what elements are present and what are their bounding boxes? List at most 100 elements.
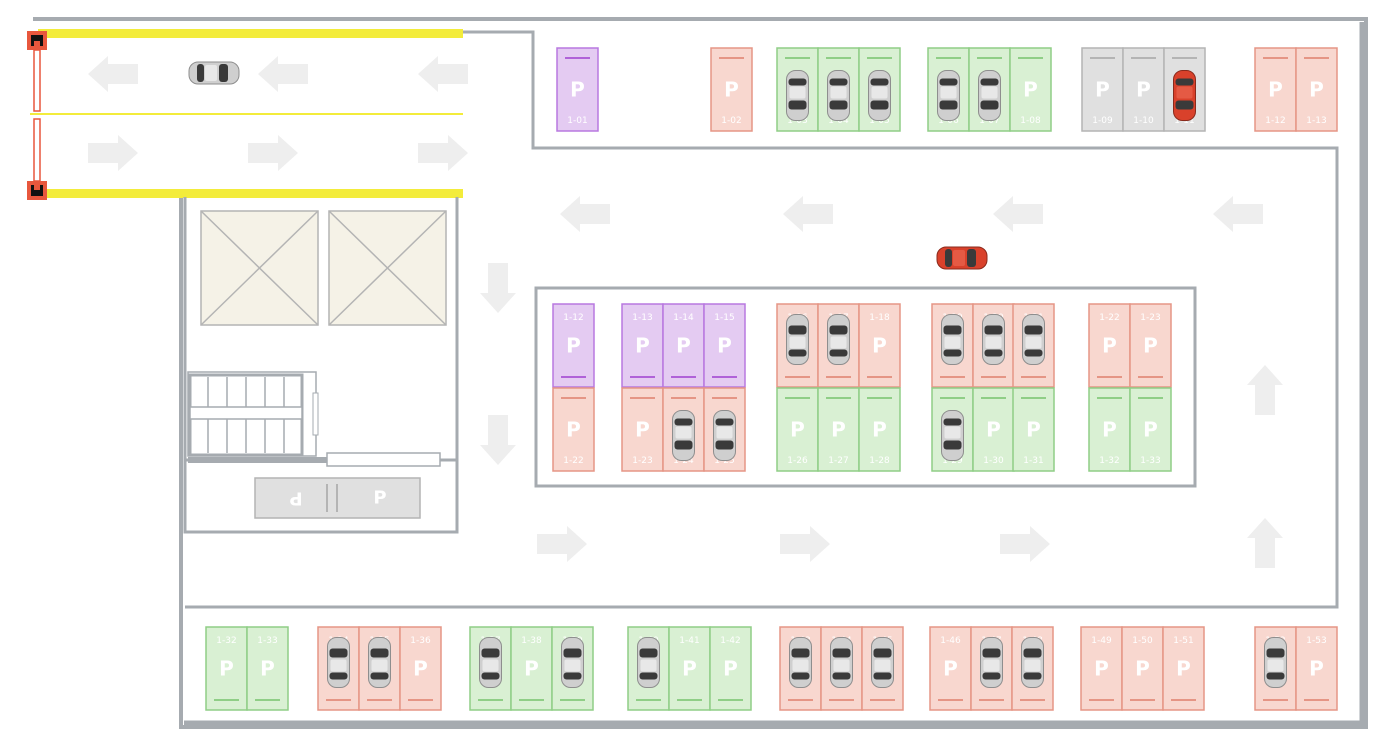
- slot-p-glyph: P: [413, 657, 428, 681]
- parking-slot[interactable]: P1-13: [1295, 47, 1338, 132]
- slot-p-glyph: P: [1135, 657, 1150, 681]
- parking-slot[interactable]: P1-09: [1081, 47, 1124, 132]
- parking-slot[interactable]: P1-16: [776, 303, 819, 388]
- parking-slot[interactable]: P1-04: [817, 47, 860, 132]
- parking-slot[interactable]: P1-27: [817, 387, 860, 472]
- parking-slot[interactable]: P1-24: [662, 387, 705, 472]
- parking-slot[interactable]: P1-13: [621, 303, 664, 388]
- parking-slot[interactable]: P1-23: [1129, 303, 1172, 388]
- slot-number: 1-22: [563, 456, 583, 466]
- parking-slot[interactable]: P1-01: [556, 47, 599, 132]
- parking-slot[interactable]: P1-28: [858, 387, 901, 472]
- parking-slot[interactable]: P1-11: [1163, 47, 1206, 132]
- slot-marker: [719, 57, 744, 59]
- slot-number: 1-26: [787, 456, 808, 466]
- parking-slot[interactable]: P1-22: [552, 387, 595, 472]
- slot-marker: [829, 699, 854, 701]
- parking-slot[interactable]: P1-43: [779, 626, 822, 711]
- parking-slot[interactable]: P1-36: [399, 626, 442, 711]
- parking-slot[interactable]: P1-02: [710, 47, 753, 132]
- parking-slot[interactable]: P1-12: [1254, 47, 1297, 132]
- slot-marker: [1020, 699, 1045, 701]
- parking-slot[interactable]: P 1-53: [1295, 626, 1338, 711]
- parking-slot[interactable]: P1-34: [317, 626, 360, 711]
- parking-slot[interactable]: P1-17: [817, 303, 860, 388]
- parking-slot[interactable]: P1-41: [668, 626, 711, 711]
- storage-room[interactable]: [200, 210, 319, 326]
- arrow-right-icon: [248, 135, 298, 171]
- parking-slot[interactable]: P1-06: [927, 47, 970, 132]
- parking-slot[interactable]: P1-23: [621, 387, 664, 472]
- parking-slot[interactable]: P1-14: [662, 303, 705, 388]
- parking-slot[interactable]: P1-32: [205, 626, 248, 711]
- parked-car: [1173, 70, 1196, 121]
- parking-slot[interactable]: P1-22: [1088, 303, 1131, 388]
- parking-slot[interactable]: P1-48: [1011, 626, 1054, 711]
- parking-slot[interactable]: P1-30: [972, 387, 1015, 472]
- slot-number: 1-53: [1306, 636, 1326, 646]
- parking-slot[interactable]: P1-35: [358, 626, 401, 711]
- parking-slot[interactable]: P1-38: [510, 626, 553, 711]
- parked-car: [1022, 314, 1045, 365]
- parking-slot[interactable]: P1-20: [972, 303, 1015, 388]
- parked-car: [561, 637, 584, 688]
- slot-marker: [408, 699, 433, 701]
- entrance-gate[interactable]: [27, 31, 47, 200]
- slot-p-glyph: P: [717, 334, 732, 358]
- parking-slot[interactable]: P1-18: [858, 303, 901, 388]
- parking-slot[interactable]: P1-47: [970, 626, 1013, 711]
- parking-slot[interactable]: P1-50: [1121, 626, 1164, 711]
- parking-slot[interactable]: P1-44: [820, 626, 863, 711]
- parking-slot[interactable]: P 1-51: [1162, 626, 1205, 711]
- parking-slot[interactable]: P1-26: [776, 387, 819, 472]
- parking-slot[interactable]: P1-31: [1012, 387, 1055, 472]
- parking-slot[interactable]: P1-07: [968, 47, 1011, 132]
- slot-p-glyph: P: [219, 657, 234, 681]
- storage-room[interactable]: [328, 210, 447, 326]
- parking-slot[interactable]: P1-42: [709, 626, 752, 711]
- slot-p-glyph: P: [872, 418, 887, 442]
- car-icon: [637, 637, 660, 688]
- parking-slot[interactable]: P1-15: [703, 303, 746, 388]
- entrance-car[interactable]: [188, 61, 240, 85]
- slot-area: [1129, 387, 1172, 472]
- parking-slot[interactable]: P1-10: [1122, 47, 1165, 132]
- parking-slot[interactable]: P1-03: [776, 47, 819, 132]
- parking-slot[interactable]: P1-49: [1080, 626, 1123, 711]
- parking-slot[interactable]: P1-21: [1012, 303, 1055, 388]
- lane-car[interactable]: [936, 246, 988, 270]
- parking-slot[interactable]: P1-46: [929, 626, 972, 711]
- slot-p-glyph: P: [1094, 657, 1109, 681]
- slot-p-glyph: P: [635, 418, 650, 442]
- parking-slot[interactable]: P1-33: [246, 626, 289, 711]
- parking-slot[interactable]: P1-08: [1009, 47, 1052, 132]
- parking-slot[interactable]: P1-19: [931, 303, 974, 388]
- parking-slot[interactable]: P1-25: [703, 387, 746, 472]
- slot-marker: [630, 376, 655, 378]
- parking-slot[interactable]: P1-12: [552, 303, 595, 388]
- parking-slot[interactable]: P1-05: [858, 47, 901, 132]
- slot-p-glyph: P: [635, 334, 650, 358]
- parking-slot[interactable]: P1-29: [931, 387, 974, 472]
- parked-car: [827, 314, 850, 365]
- parking-slot[interactable]: P1-37: [469, 626, 512, 711]
- parking-slot[interactable]: P1-33: [1129, 387, 1172, 472]
- parking-slot[interactable]: P1-40: [627, 626, 670, 711]
- parking-slot[interactable]: P1-45: [861, 626, 904, 711]
- parking-slots: P1-01P1-02P1-03P1-04P1-05P1-06P1-07P1-08…: [205, 47, 1338, 711]
- parking-slot[interactable]: P1-39: [551, 626, 594, 711]
- slot-area: [1081, 47, 1124, 132]
- arrow-left-icon: [258, 56, 308, 92]
- slot-number: 1-51: [1173, 636, 1193, 646]
- parking-slot[interactable]: P1-32: [1088, 387, 1131, 472]
- elevator[interactable]: P P: [254, 477, 421, 519]
- slot-p-glyph: P: [1176, 657, 1191, 681]
- car-icon: [937, 70, 960, 121]
- slot-p-glyph: P: [1268, 78, 1283, 102]
- slot-number: 1-33: [257, 636, 277, 646]
- car-icon: [327, 637, 350, 688]
- slot-p-glyph: P: [1309, 657, 1324, 681]
- parked-car: [830, 637, 853, 688]
- slot-number: 1-06: [938, 116, 959, 126]
- parking-slot[interactable]: P1-52: [1254, 626, 1297, 711]
